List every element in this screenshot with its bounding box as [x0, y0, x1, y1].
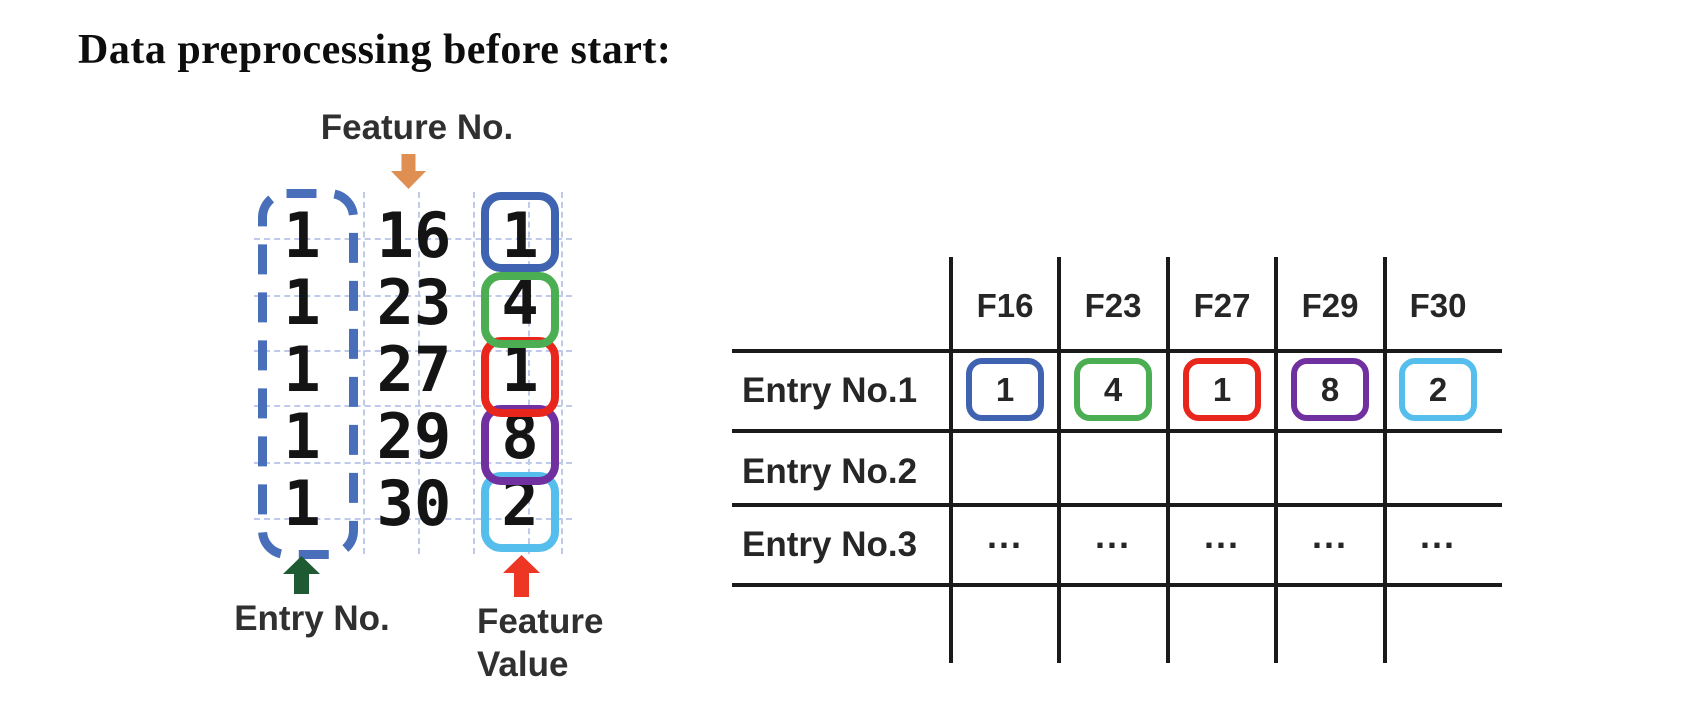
- gridline-h: [254, 462, 572, 464]
- gridline-h: [254, 238, 572, 240]
- row-label-entry-1: Entry No.1: [742, 371, 918, 410]
- column-header-f27: F27: [1193, 287, 1251, 324]
- gridline-h: [254, 350, 572, 352]
- table-hline: [732, 583, 1502, 587]
- raw-feature-cell: 30: [376, 467, 452, 540]
- gridline-h: [254, 518, 572, 520]
- raw-value-cell: 1: [501, 199, 539, 272]
- table-cell-box-f29: 8: [1291, 358, 1369, 421]
- table-vline: [949, 257, 953, 663]
- table-cell-dots: ...: [986, 515, 1023, 556]
- feature-value-label: Feature Value: [477, 600, 603, 686]
- green-up-arrow-icon: [283, 556, 320, 594]
- feature-value-label-line2: Value: [477, 645, 569, 684]
- gridline-v: [528, 192, 530, 554]
- gridline-v: [561, 192, 563, 554]
- value-highlight-box-cyan: [481, 472, 559, 552]
- gridline-v: [473, 192, 475, 554]
- orange-down-arrow-icon: [391, 154, 426, 189]
- table-cell-box-f16: 1: [966, 358, 1044, 421]
- column-header-f16: F16: [976, 287, 1034, 324]
- raw-feature-cell: 16: [376, 199, 452, 272]
- table-hline: [732, 349, 1502, 353]
- value-highlight-box-green: [481, 272, 559, 348]
- gridline-v: [418, 192, 420, 554]
- table-cell-dots: ...: [1094, 515, 1131, 556]
- table-vline: [1166, 257, 1170, 663]
- red-up-arrow-icon: [503, 555, 540, 597]
- gridline-h: [254, 405, 572, 407]
- raw-entry-cell: 1: [283, 400, 321, 473]
- raw-value-cell: 4: [501, 266, 539, 339]
- raw-entry-cell: 1: [283, 199, 321, 272]
- raw-entry-cell: 1: [283, 333, 321, 406]
- table-cell-dots: ...: [1419, 515, 1456, 556]
- table-cell-empty: [1060, 450, 1166, 494]
- table-vline: [1057, 257, 1061, 663]
- value-highlight-box-red: [481, 337, 559, 417]
- table-hline: [732, 429, 1502, 433]
- entry-column-dashed-outline: [258, 189, 358, 559]
- entry-no-label: Entry No.: [234, 599, 390, 638]
- table-cell-box-f23: 4: [1074, 358, 1152, 421]
- row-label-entry-3: Entry No.3: [742, 525, 918, 564]
- table-vline: [1274, 257, 1278, 663]
- gridline-h: [254, 295, 572, 297]
- column-header-f29: F29: [1301, 287, 1359, 324]
- feature-no-label: Feature No.: [320, 108, 514, 147]
- table-cell-dots: ...: [1311, 515, 1348, 556]
- raw-entry-cell: 1: [283, 266, 321, 339]
- gridline-v: [363, 192, 365, 554]
- value-highlight-box-blue: [481, 192, 559, 272]
- table-cell-dots: ...: [1203, 515, 1240, 556]
- table-cell-empty: [1277, 450, 1383, 494]
- table-vline: [1383, 257, 1387, 663]
- table-cell-empty: [952, 450, 1058, 494]
- table-hline: [732, 503, 1502, 507]
- feature-value-label-line1: Feature: [477, 602, 604, 641]
- page-title: Data preprocessing before start:: [78, 27, 672, 73]
- raw-feature-cell: 23: [376, 266, 452, 339]
- raw-feature-cell: 27: [376, 333, 452, 406]
- table-cell-box-f27: 1: [1183, 358, 1261, 421]
- table-cell-empty: [1169, 450, 1275, 494]
- table-cell-box-f30: 2: [1399, 358, 1477, 421]
- column-header-f23: F23: [1084, 287, 1142, 324]
- row-label-entry-2: Entry No.2: [742, 452, 918, 491]
- raw-entry-cell: 1: [283, 467, 321, 540]
- raw-feature-cell: 29: [376, 400, 452, 473]
- value-highlight-box-purple: [481, 405, 559, 485]
- table-cell-empty: [1385, 450, 1491, 494]
- column-header-f30: F30: [1409, 287, 1467, 324]
